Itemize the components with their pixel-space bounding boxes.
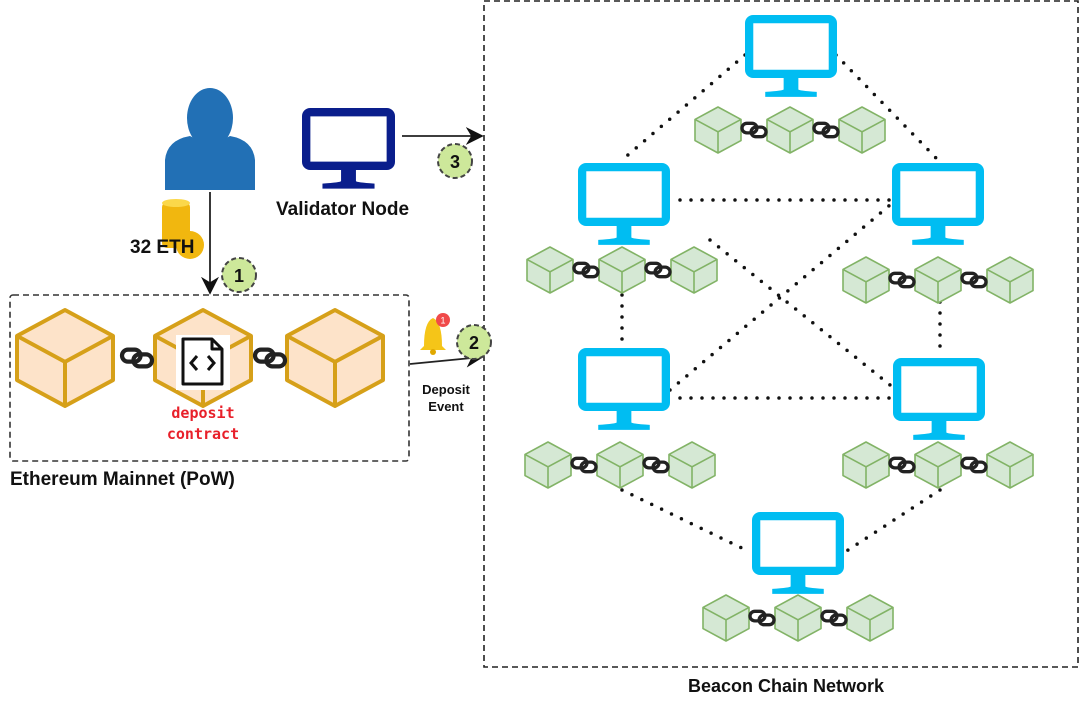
beacon-node-monitor-icon bbox=[752, 512, 845, 594]
beacon-block bbox=[766, 106, 814, 154]
beacon-node-monitor-icon bbox=[893, 358, 986, 440]
beacon-block bbox=[596, 441, 644, 489]
bell-notification-icon: 1 bbox=[420, 313, 450, 355]
beacon-node-monitor-icon bbox=[578, 348, 671, 430]
beacon-block bbox=[838, 106, 886, 154]
chain-link-icon bbox=[119, 347, 155, 369]
beacon-node-monitor-icon bbox=[578, 162, 671, 245]
chain-link-icon bbox=[644, 261, 672, 279]
chain-link-icon bbox=[812, 121, 840, 139]
deposit-event-label-2: Event bbox=[428, 399, 464, 414]
beacon-block bbox=[846, 594, 894, 642]
chain-link-icon bbox=[748, 609, 776, 627]
chain-link-icon bbox=[888, 271, 916, 289]
peer-link bbox=[668, 203, 892, 392]
svg-text:1: 1 bbox=[234, 266, 244, 286]
chain-link-icon bbox=[960, 456, 988, 474]
beacon-block bbox=[986, 256, 1034, 304]
chain-link-icon bbox=[642, 456, 670, 474]
beacon-block bbox=[842, 441, 890, 489]
peer-link bbox=[843, 488, 942, 554]
user-icon bbox=[165, 88, 255, 190]
beacon-block bbox=[524, 441, 572, 489]
smart-contract-file-icon bbox=[176, 335, 230, 390]
deposit-event-label-1: Deposit bbox=[422, 382, 470, 397]
contract-label-1: deposit bbox=[171, 404, 234, 422]
chain-link-icon bbox=[960, 271, 988, 289]
chain-link-icon bbox=[820, 609, 848, 627]
mainnet-label: Ethereum Mainnet (PoW) bbox=[10, 469, 235, 490]
beacon-block bbox=[702, 594, 750, 642]
beacon-network-label: Beacon Chain Network bbox=[688, 676, 885, 696]
chain-link-icon bbox=[572, 261, 600, 279]
chain-link-icon bbox=[740, 121, 768, 139]
contract-label-2: contract bbox=[167, 425, 239, 443]
mainnet-block bbox=[285, 308, 385, 408]
beacon-block bbox=[526, 246, 574, 294]
beacon-block bbox=[774, 594, 822, 642]
beacon-block bbox=[914, 441, 962, 489]
svg-text:3: 3 bbox=[450, 152, 460, 172]
beacon-block bbox=[986, 441, 1034, 489]
beacon-node-monitor-icon bbox=[745, 14, 838, 97]
step-badge-2: 2 bbox=[456, 324, 492, 360]
step-badge-3: 3 bbox=[437, 143, 473, 179]
mainnet-block bbox=[15, 308, 115, 408]
beacon-block bbox=[914, 256, 962, 304]
chain-link-icon bbox=[570, 456, 598, 474]
notification-count: 1 bbox=[440, 316, 445, 326]
beacon-block bbox=[670, 246, 718, 294]
stake-label: 32 ETH bbox=[130, 237, 194, 258]
validator-node-label: Validator Node bbox=[276, 199, 409, 220]
coins-icon bbox=[162, 199, 204, 259]
beacon-block bbox=[668, 441, 716, 489]
peer-link bbox=[834, 53, 940, 162]
connections bbox=[9, 0, 1079, 668]
shapes bbox=[15, 14, 1034, 642]
beacon-block bbox=[842, 256, 890, 304]
beacon-node-monitor-icon bbox=[892, 162, 985, 245]
chain-link-icon bbox=[252, 347, 288, 369]
validator-node-monitor-icon bbox=[301, 107, 395, 189]
beacon-block bbox=[694, 106, 742, 154]
chain-link-icon bbox=[888, 456, 916, 474]
beacon-block bbox=[598, 246, 646, 294]
peer-link bbox=[620, 488, 752, 554]
step-badge-1: 1 bbox=[221, 257, 257, 293]
svg-text:2: 2 bbox=[469, 333, 479, 353]
